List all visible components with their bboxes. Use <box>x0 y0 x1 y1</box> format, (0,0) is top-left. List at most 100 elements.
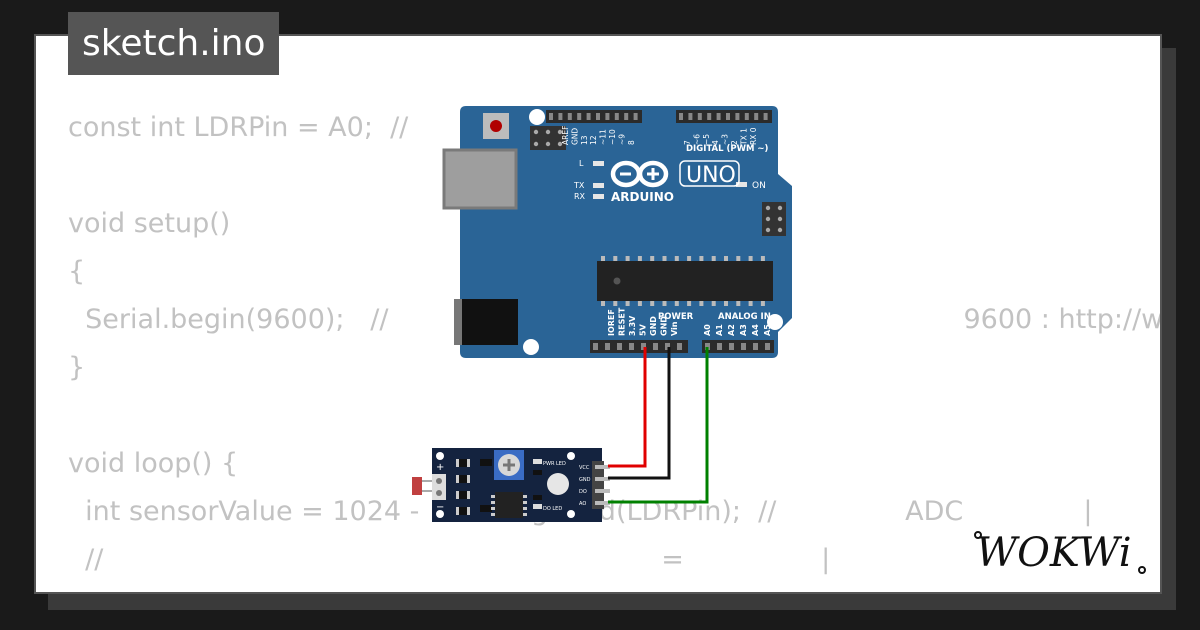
sensor-pin-label: AO <box>579 501 586 507</box>
mounting-hole <box>567 510 575 518</box>
power-header[interactable] <box>590 340 688 353</box>
sensor-pin-label: VCC <box>579 465 590 471</box>
top-pin-label: ~11 <box>599 129 608 145</box>
header-pin[interactable] <box>653 343 658 350</box>
sensor-pin[interactable] <box>595 489 610 493</box>
top-pin-label: 2 <box>730 140 739 145</box>
atmega-chip <box>597 256 773 306</box>
header-pin[interactable] <box>697 113 702 120</box>
sensor-pin-label: GND <box>579 477 591 483</box>
header-pin[interactable] <box>705 343 710 350</box>
header-pin[interactable] <box>679 113 683 120</box>
sensor-pin-header[interactable] <box>592 461 604 509</box>
analog-pin-label: A1 <box>715 324 724 336</box>
chip-pin <box>601 256 605 261</box>
potentiometer[interactable] <box>494 450 524 480</box>
chip-pin <box>637 301 642 306</box>
chip-pin <box>724 301 728 306</box>
header-pin[interactable] <box>641 343 646 350</box>
plus-label: + <box>436 462 444 473</box>
code-line[interactable] <box>68 392 1160 440</box>
header-pin[interactable] <box>629 343 634 350</box>
led-label-l: L <box>579 159 584 168</box>
header-pin[interactable] <box>605 113 610 120</box>
sensor-pin[interactable] <box>595 465 610 469</box>
top-pin-label: 13 <box>580 135 589 145</box>
header-pin[interactable] <box>744 113 749 120</box>
sensor-pin[interactable] <box>595 477 610 481</box>
code-line[interactable]: // = | <box>68 544 831 575</box>
header-pin[interactable] <box>596 113 600 120</box>
chip-pin <box>760 301 765 306</box>
chip-pin <box>736 301 741 306</box>
header-pin[interactable] <box>586 113 591 120</box>
header-pin[interactable] <box>729 343 734 350</box>
analog-pin-label: A4 <box>751 324 760 336</box>
header-pin[interactable] <box>754 113 759 120</box>
minus-label: − <box>436 502 444 513</box>
header-pin[interactable] <box>567 113 572 120</box>
chip-pin <box>650 256 655 261</box>
smd-resistors <box>456 459 492 515</box>
on-led-label: ON <box>752 181 766 191</box>
analog-pin-label: A2 <box>727 324 736 336</box>
code-line[interactable]: Serial.begin(9600); // 9600 : http://w <box>85 304 1162 335</box>
header-pin[interactable] <box>765 343 770 350</box>
power-pin-label: IOREF <box>607 309 616 336</box>
chip-pin <box>650 301 655 306</box>
model-label: UNO <box>686 163 736 188</box>
header-pin[interactable] <box>605 343 610 350</box>
top-pin-label: ~9 <box>617 134 626 145</box>
mounting-hole <box>436 452 444 460</box>
code-line[interactable]: { <box>68 256 86 287</box>
code-line[interactable]: void loop() { <box>68 448 239 479</box>
file-tab[interactable]: sketch.ino <box>68 12 280 75</box>
header-pin[interactable] <box>558 113 563 120</box>
top-pin-label: ~5 <box>702 134 711 145</box>
analog-header[interactable] <box>702 340 774 353</box>
icsp-header <box>530 126 566 150</box>
header-pin[interactable] <box>763 113 768 120</box>
header-pin[interactable] <box>726 113 730 120</box>
analog-header-label: ANALOG IN <box>718 312 771 322</box>
chip-pin <box>699 256 704 261</box>
power-header-label: POWER <box>658 312 694 322</box>
header-pin[interactable] <box>707 113 712 120</box>
header-pin[interactable] <box>633 113 638 120</box>
chip-pin <box>687 301 692 306</box>
header-pin[interactable] <box>617 343 622 350</box>
header-pin[interactable] <box>665 343 670 350</box>
code-line[interactable]: const int LDRPin = A0; // <box>68 112 409 143</box>
power-pin-label: Vin <box>670 321 679 336</box>
header-pin[interactable] <box>753 343 758 350</box>
header-pin[interactable] <box>614 113 619 120</box>
brand-label: ARDUINO <box>611 190 674 204</box>
pwr-led <box>533 459 542 464</box>
chip-pin <box>724 256 728 261</box>
chip-pin <box>674 256 679 261</box>
chip-pin <box>613 301 618 306</box>
header-pin[interactable] <box>577 113 582 120</box>
header-pin[interactable] <box>735 113 740 120</box>
arduino-logo-icon <box>610 160 669 188</box>
header-pin[interactable] <box>624 113 629 120</box>
code-line[interactable]: // | <box>68 584 1160 592</box>
header-pin[interactable] <box>549 113 553 120</box>
uno-badge <box>679 160 740 187</box>
header-pin[interactable] <box>593 343 598 350</box>
top-pin-label: AREF <box>561 126 570 145</box>
header-pin[interactable] <box>688 113 693 120</box>
sensor-pin[interactable] <box>595 501 610 505</box>
chip-pin <box>687 256 692 261</box>
photoresistor <box>412 477 422 495</box>
header-pin[interactable] <box>716 113 721 120</box>
top-pin-label: GND <box>570 128 579 145</box>
icsp-header-right <box>762 202 786 236</box>
header-pin[interactable] <box>741 343 746 350</box>
header-pin[interactable] <box>677 343 682 350</box>
code-line[interactable]: } <box>68 352 86 383</box>
code-line[interactable]: void setup() <box>68 208 231 239</box>
header-pin[interactable] <box>717 343 722 350</box>
